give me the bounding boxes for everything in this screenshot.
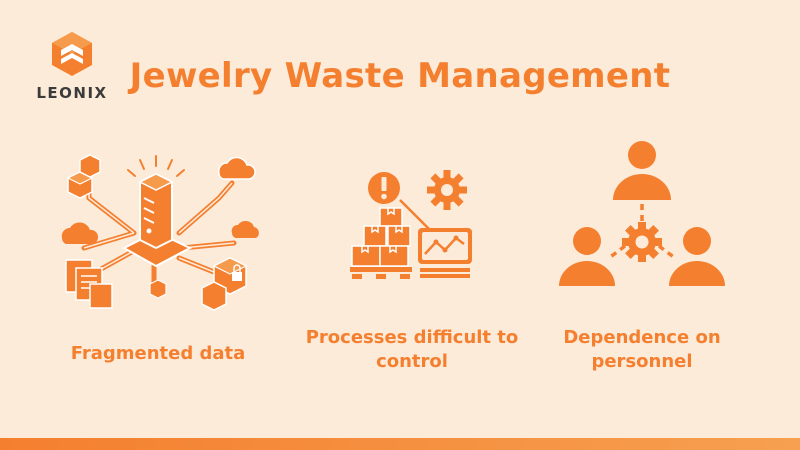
brand-name: LEONIX: [36, 84, 108, 102]
data-network-icon: [61, 154, 259, 311]
caption-processes-difficult-to-control: Processes difficult to control: [305, 327, 519, 372]
caption-fragmented-data: Fragmented data: [70, 343, 246, 364]
caption-dependence-on-personnel: Dependence on personnel: [563, 327, 721, 372]
process-control-icon: [350, 170, 472, 279]
page-title: Jewelry Waste Management: [129, 56, 671, 96]
personnel-network-icon: [559, 141, 725, 286]
bottom-accent-bar: [0, 438, 800, 450]
brand-logo: LEONIX: [32, 30, 112, 102]
leonix-logo-icon: [52, 32, 92, 76]
